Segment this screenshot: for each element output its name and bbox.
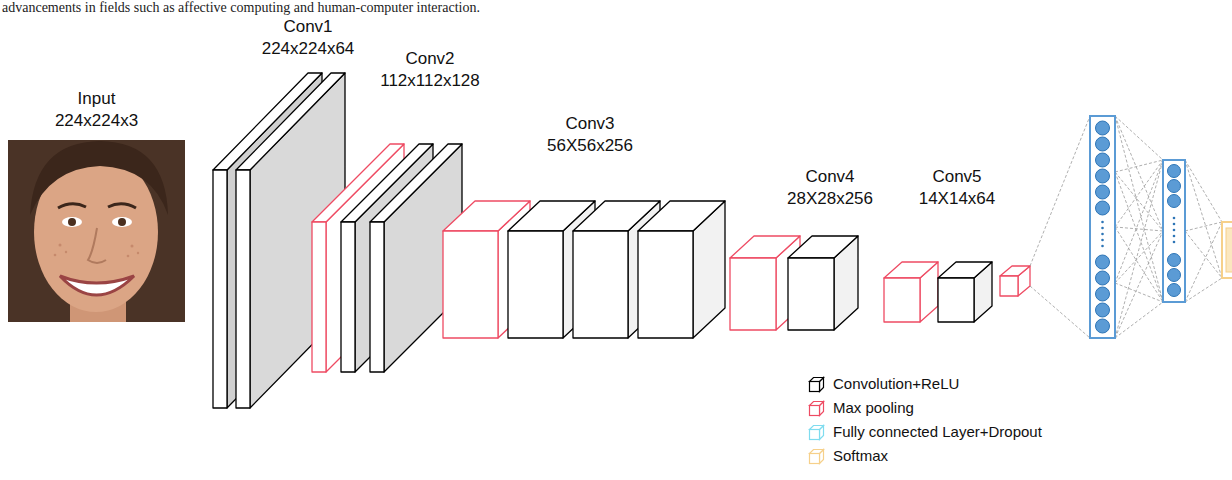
layer-name: Conv3 <box>565 113 614 135</box>
legend-item: Max pooling <box>808 396 1042 420</box>
conv-block: Conv1224x224x64 <box>238 16 378 410</box>
legend-item: Fully connected Layer+Dropout <box>808 420 1042 444</box>
layer-size: 14X14x64 <box>919 188 996 210</box>
fc-layer <box>1163 160 1185 302</box>
legend-label: Convolution+ReLU <box>833 375 959 393</box>
legend-item: Softmax <box>808 444 1042 468</box>
layer-name: Conv4 <box>805 166 854 188</box>
legend-swatch <box>808 448 825 465</box>
legend-label: Max pooling <box>833 399 914 417</box>
conv-block: Conv514X14x64 <box>905 166 1009 324</box>
layer-name: Conv2 <box>405 48 454 70</box>
page-text: advancements in fields such as affective… <box>2 0 480 15</box>
layer-size: 56X56x256 <box>547 135 633 157</box>
input-layer: Input224x224x3 <box>8 88 185 324</box>
conv-block: Conv356X56x256 <box>530 113 650 340</box>
fc-layer <box>1090 116 1115 338</box>
fc-connections <box>1030 116 1222 338</box>
layer-name: Input <box>78 88 116 110</box>
layer-name: Conv1 <box>283 16 332 38</box>
legend-item: Convolution+ReLU <box>808 372 1042 396</box>
softmax-layer <box>1222 222 1232 278</box>
legend: Convolution+ReLU Max poolingFully connect… <box>808 372 1042 468</box>
layer-size: 224x224x3 <box>55 110 138 132</box>
layer-size: 224x224x64 <box>262 38 355 60</box>
legend-swatch <box>808 424 825 441</box>
face-picture <box>8 140 185 322</box>
legend-swatch <box>808 376 825 393</box>
legend-label: Fully connected Layer+Dropout <box>833 423 1042 441</box>
conv-block: Conv2112x112x128 <box>370 48 490 374</box>
layer-size: 28X28x256 <box>787 188 873 210</box>
layer-size: 112x112x128 <box>380 70 480 92</box>
legend-swatch <box>808 400 825 417</box>
conv-block: Conv428X28x256 <box>770 166 890 332</box>
legend-label: Softmax <box>833 447 888 465</box>
layer-name: Conv5 <box>932 166 981 188</box>
layer-stacks <box>213 73 1030 408</box>
